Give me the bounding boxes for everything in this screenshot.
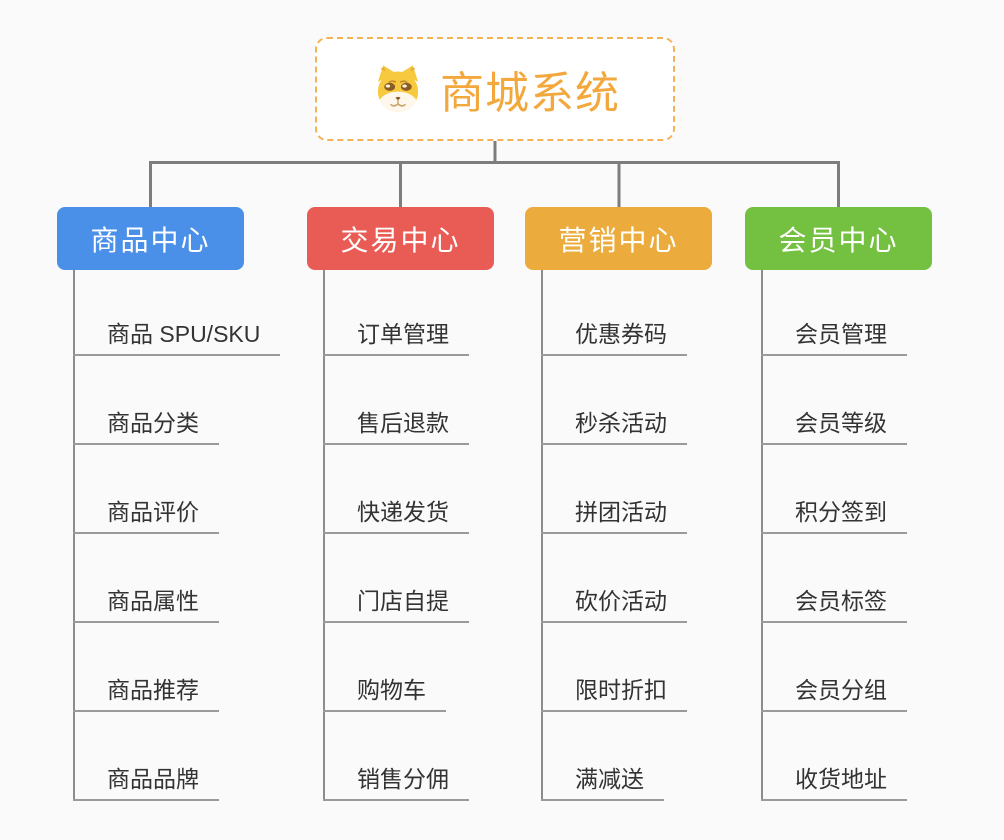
leaf-topic[interactable]: 门店自提	[323, 577, 469, 623]
root-topic-title: 商城系统	[440, 69, 620, 118]
leaf-topic[interactable]: 商品评价	[73, 488, 219, 534]
leaf-topic[interactable]: 拼团活动	[541, 488, 687, 534]
branch-topic-2[interactable]: 交易中心	[307, 207, 494, 270]
leaf-topic[interactable]: 秒杀活动	[541, 399, 687, 445]
branch-topic-4[interactable]: 会员中心	[745, 207, 932, 270]
leaf-topic[interactable]: 会员分组	[761, 666, 907, 712]
branch-topic-label: 营销中心	[558, 224, 679, 256]
leaf-topic[interactable]: 售后退款	[323, 399, 469, 445]
branch-trunk-line	[323, 270, 325, 801]
leaf-topic[interactable]: 会员管理	[761, 310, 907, 356]
leaf-topic[interactable]: 商品推荐	[73, 666, 219, 712]
leaf-topic[interactable]: 订单管理	[323, 310, 469, 356]
branch-topic-label: 商品中心	[90, 224, 211, 256]
branch-topic-3[interactable]: 营销中心	[525, 207, 712, 270]
leaf-topic[interactable]: 优惠券码	[541, 310, 687, 356]
leaf-topic[interactable]: 收货地址	[761, 755, 907, 801]
branch-trunk-line	[761, 270, 763, 801]
branch-topic-label: 交易中心	[340, 224, 461, 256]
leaf-topic[interactable]: 商品品牌	[73, 755, 219, 801]
leaf-topic[interactable]: 商品 SPU/SKU	[73, 310, 281, 356]
leaf-topic[interactable]: 商品属性	[73, 577, 219, 623]
leaf-topic[interactable]: 限时折扣	[541, 666, 687, 712]
branch-trunk-line	[541, 270, 543, 801]
leaf-topic[interactable]: 砍价活动	[541, 577, 687, 623]
root-topic[interactable]: 商城系统	[315, 37, 675, 141]
leaf-topic[interactable]: 积分签到	[761, 488, 907, 534]
leaf-topic[interactable]: 商品分类	[73, 399, 219, 445]
leaf-topic[interactable]: 会员标签	[761, 577, 907, 623]
branch-topic-label: 会员中心	[778, 224, 899, 256]
leaf-topic[interactable]: 会员等级	[761, 399, 907, 445]
leaf-topic[interactable]: 销售分佣	[323, 755, 469, 801]
dog-face-icon	[377, 65, 419, 112]
leaf-topic[interactable]: 满减送	[541, 755, 664, 801]
leaf-topic[interactable]: 购物车	[323, 666, 446, 712]
branch-topic-1[interactable]: 商品中心	[57, 207, 244, 270]
leaf-topic[interactable]: 快递发货	[323, 488, 469, 534]
branch-trunk-line	[73, 270, 75, 801]
